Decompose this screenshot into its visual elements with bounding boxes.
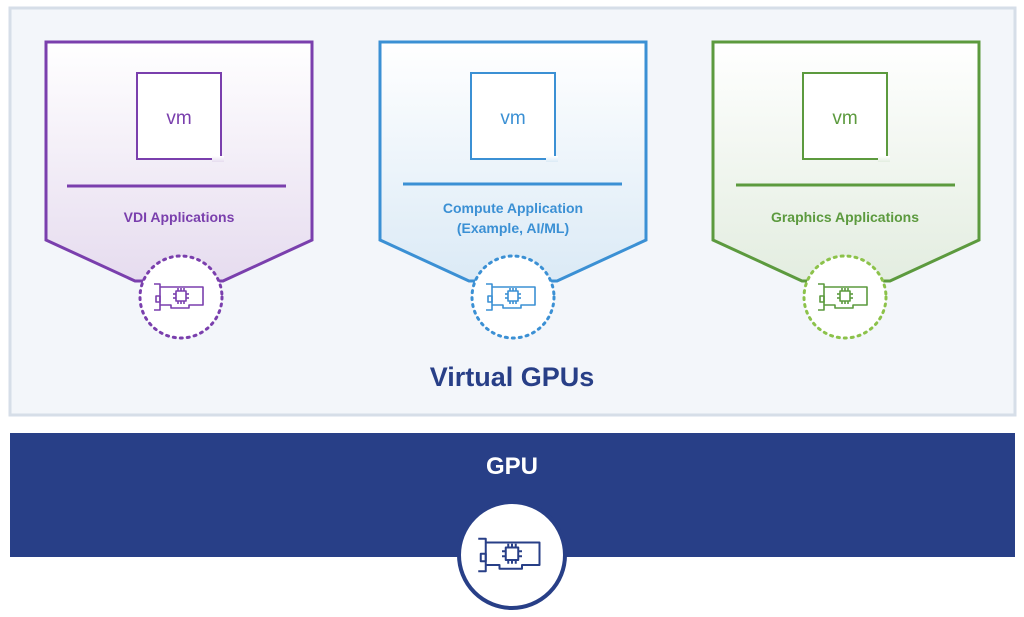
gpu-title: GPU — [486, 453, 538, 480]
app-label-line-1: Compute Application — [443, 200, 583, 216]
gpu-card-icon — [486, 283, 536, 311]
app-label-line-2: (Example, AI/ML) — [457, 220, 569, 236]
app-label: Graphics Applications — [771, 209, 919, 225]
vm-box — [136, 72, 222, 160]
vm-box — [802, 72, 888, 160]
gpu-circle — [457, 500, 567, 610]
vgpu-circle — [470, 254, 556, 340]
vgpu-circle — [802, 254, 888, 340]
vm-label: vm — [832, 108, 857, 129]
vm-shield-shape — [44, 40, 314, 283]
vm-box — [470, 72, 556, 160]
vm-shield-shape — [711, 40, 981, 283]
vm-card-compute: vm Compute Application (Example, AI/ML) — [378, 40, 648, 340]
gpu-card-icon — [478, 537, 541, 573]
app-label: VDI Applications — [124, 209, 235, 225]
virtual-gpus-title: Virtual GPUs — [430, 362, 595, 392]
vm-card-vdi: vm VDI Applications — [44, 40, 314, 340]
vm-label: vm — [500, 108, 525, 129]
vm-card-graphics: vm Graphics Applications — [711, 40, 981, 340]
gpu-card-icon — [154, 283, 204, 311]
vm-label: vm — [166, 108, 191, 129]
vm-shield-shape — [378, 40, 648, 283]
vgpu-circle — [138, 254, 224, 340]
gpu-card-icon — [818, 283, 868, 311]
